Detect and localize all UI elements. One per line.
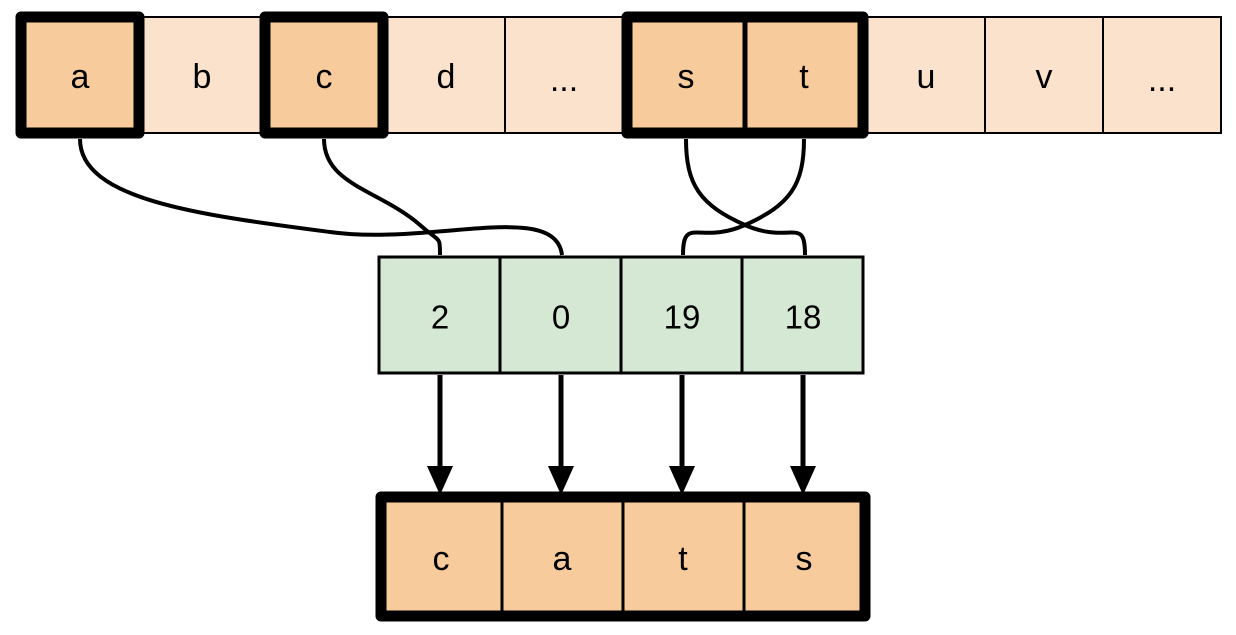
connector-t-to-index-19 [681, 138, 806, 256]
alphabet-cell-ellipsis-1: ... [504, 16, 624, 134]
alphabet-cell-ellipsis-2: ... [1102, 16, 1222, 134]
index-cell-0-value: 2 [431, 299, 449, 336]
letter-to-index-connectors [78, 138, 807, 256]
alphabet-cell-v-rect[interactable] [984, 16, 1104, 134]
index-cell-2-rect[interactable] [619, 255, 744, 375]
connector-c-to-index-2 [322, 138, 442, 256]
output-row: c a t s [375, 491, 871, 622]
index-row: 2 0 19 18 [377, 255, 865, 375]
alphabet-cell-ellipsis-2-label: ... [1148, 61, 1176, 99]
alphabet-cell-a-label: a [71, 58, 90, 96]
index-cell-2[interactable]: 19 [619, 255, 744, 375]
output-cell-a-rect[interactable] [500, 495, 625, 618]
index-cell-1-value: 0 [552, 299, 570, 336]
alphabet-cell-t-label: t [799, 58, 809, 96]
output-cell-s[interactable]: s [742, 495, 867, 618]
alphabet-row: a b c d ... [15, 11, 1222, 139]
index-cell-2-value: 19 [664, 299, 701, 336]
alphabet-cell-d[interactable]: d [386, 16, 506, 134]
arrow-index-2-to-output-t [669, 375, 695, 495]
output-cell-t-label: t [678, 540, 688, 578]
alphabet-cell-s[interactable]: s [626, 16, 746, 134]
alphabet-cell-c[interactable]: c [264, 16, 384, 134]
index-cell-3[interactable]: 18 [740, 255, 865, 375]
connector-a-to-index-0 [78, 138, 564, 256]
index-to-output-arrows [427, 375, 816, 495]
output-cell-t[interactable]: t [621, 495, 746, 618]
index-cell-1[interactable]: 0 [498, 255, 623, 375]
alphabet-cell-b-label: b [193, 58, 212, 96]
alphabet-cell-v[interactable]: v [984, 16, 1104, 134]
alphabet-cell-d-label: d [437, 58, 456, 96]
index-cell-0[interactable]: 2 [377, 255, 502, 375]
selection-frame-a [15, 11, 145, 139]
index-cell-3-rect[interactable] [740, 255, 865, 375]
output-cell-c-rect[interactable] [379, 495, 504, 618]
alphabet-cell-ellipsis-1-rect [504, 16, 624, 134]
output-row-frame [375, 491, 871, 622]
alphabet-cell-u-label: u [917, 58, 936, 96]
index-cell-0-rect[interactable] [377, 255, 502, 375]
alphabet-cell-s-label: s [678, 58, 695, 96]
output-cell-c-label: c [433, 540, 450, 578]
alphabet-cell-b[interactable]: b [142, 16, 262, 134]
index-cell-3-value: 18 [785, 299, 822, 336]
output-cell-s-label: s [796, 540, 813, 578]
alphabet-cell-a[interactable]: a [20, 16, 140, 134]
selection-frame-c [259, 11, 389, 139]
alphabet-cell-b-rect[interactable] [142, 16, 262, 134]
arrow-index-3-to-output-s [790, 375, 816, 495]
alphabet-cell-c-label: c [316, 58, 333, 96]
alphabet-cell-a-rect[interactable] [20, 16, 140, 134]
output-cell-a-label: a [553, 540, 572, 578]
alphabet-cell-t[interactable]: t [744, 16, 864, 134]
arrow-index-0-to-output-c [427, 375, 453, 495]
arrow-index-1-to-output-a [548, 375, 574, 495]
output-cell-a[interactable]: a [500, 495, 625, 618]
output-cell-c[interactable]: c [379, 495, 504, 618]
alphabet-cell-ellipsis-1-label: ... [550, 61, 578, 99]
alphabet-cell-u[interactable]: u [866, 16, 986, 134]
alphabet-cell-ellipsis-2-rect [1102, 16, 1222, 134]
alphabet-cell-v-label: v [1036, 58, 1053, 96]
